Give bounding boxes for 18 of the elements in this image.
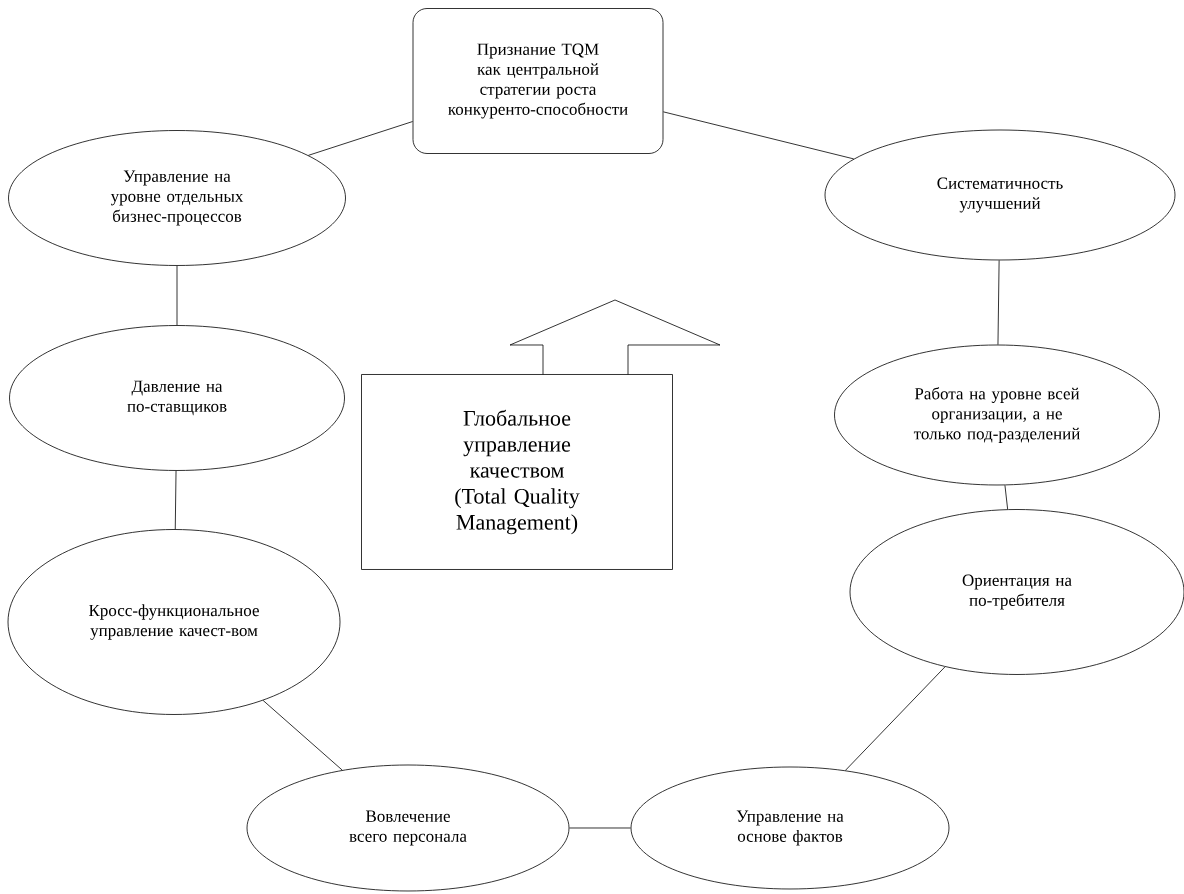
ellipse-node: Давление на по-ставщиков [9,325,345,471]
ellipse-node: Работа на уровне всей организации, а не только под-разделений [834,344,1160,486]
connector-line [569,827,631,829]
title-box: Глобальное управление качеством (Total Quality Management) [361,374,673,570]
connector-line [663,111,855,160]
connector-line [845,666,946,771]
ellipse-node: Кросс-функциональное управление качест-вом [7,529,341,715]
connector-line [1004,484,1009,510]
ellipse-node: Управление на уровне отдельных бизнес-процессов [8,130,346,266]
ellipse-node: Вовлечение всего персонала [246,764,570,892]
connector-line [262,700,343,771]
connector-line [176,265,178,326]
rounded-box: Признание TQM как центральной стратегии роста конкуренто-способности [412,8,664,154]
ellipse-node: Систематичность улучшений [824,129,1176,261]
connector-line [997,260,1000,345]
connector-line [174,470,177,530]
ellipse-node: Управление на основе фактов [630,766,950,890]
connector-line [308,121,413,156]
